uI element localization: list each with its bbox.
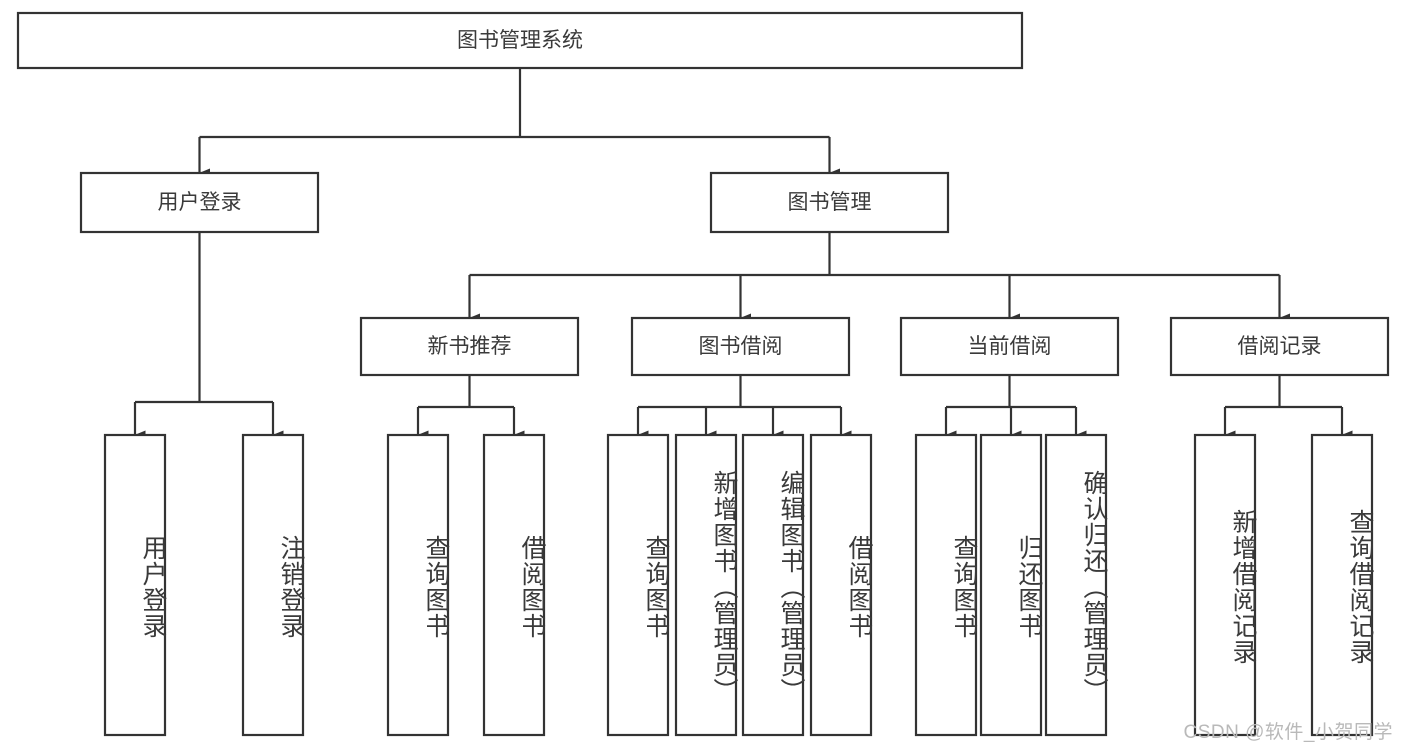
- connector-root-to-level2: [198, 68, 840, 178]
- node-box-leaf-borrow-book: [809, 433, 873, 737]
- node-new-book-recommend[interactable]: 新书推荐: [359, 316, 580, 377]
- node-label-borrow-record: 借阅记录: [1238, 335, 1322, 358]
- node-book-management[interactable]: 图书管理: [709, 171, 950, 234]
- node-box-leaf-query-book-recommend: [386, 433, 450, 737]
- node-box-borrow-record: [1169, 316, 1390, 377]
- node-leaf-add-book-admin[interactable]: [674, 433, 738, 737]
- node-leaf-query-book-borrow[interactable]: [606, 433, 670, 737]
- node-box-user-login: [79, 171, 320, 234]
- node-box-book-management: [709, 171, 950, 234]
- node-label-user-login: 用户登录: [158, 191, 242, 214]
- node-label-root: 图书管理系统: [457, 29, 583, 52]
- node-label-leaf-borrow-book: 借阅图书: [845, 535, 873, 639]
- node-label-leaf-logout-login: 注销登录: [277, 535, 305, 639]
- node-box-leaf-logout-login: [241, 433, 305, 737]
- node-label-leaf-query-book-current: 查询图书: [950, 535, 978, 639]
- node-label-leaf-add-book-admin: 新增图书（管理员）: [710, 470, 738, 704]
- node-label-leaf-add-borrow-record: 新增借阅记录: [1229, 509, 1257, 665]
- node-box-leaf-return-book: [979, 433, 1043, 737]
- csdn-watermark: CSDN @软件_小贺同学: [1183, 722, 1393, 743]
- node-box-new-book-recommend: [359, 316, 580, 377]
- node-label-leaf-borrow-book-recommend: 借阅图书: [518, 535, 546, 639]
- node-box-leaf-user-login: [103, 433, 167, 737]
- node-box-leaf-borrow-book-recommend: [482, 433, 546, 737]
- node-user-login[interactable]: 用户登录: [79, 171, 320, 234]
- node-box-root: [16, 11, 1024, 70]
- node-box-leaf-add-book-admin: [674, 433, 738, 737]
- node-label-leaf-edit-book-admin: 编辑图书（管理员）: [777, 470, 805, 704]
- node-leaf-borrow-book[interactable]: [809, 433, 873, 737]
- node-box-leaf-query-book-current: [914, 433, 978, 737]
- node-leaf-query-book-current[interactable]: [914, 433, 978, 737]
- connector-borrow-to-leaves: [636, 375, 852, 440]
- node-root[interactable]: 图书管理系统: [16, 11, 1024, 70]
- node-box-book-borrow: [630, 316, 851, 377]
- node-box-current-borrow: [899, 316, 1120, 377]
- node-label-leaf-user-login: 用户登录: [139, 535, 167, 639]
- node-label-leaf-confirm-return-admin: 确认归还（管理员）: [1080, 470, 1108, 704]
- node-box-leaf-query-book-borrow: [606, 433, 670, 737]
- connector-record-to-leaves: [1223, 375, 1353, 440]
- node-box-leaf-edit-book-admin: [741, 433, 805, 737]
- node-label-current-borrow: 当前借阅: [968, 335, 1052, 358]
- node-book-borrow[interactable]: 图书借阅: [630, 316, 851, 377]
- connector-bookmgmt-to-level3: [468, 232, 1290, 323]
- node-leaf-borrow-book-recommend[interactable]: [482, 433, 546, 737]
- node-label-book-borrow: 图书借阅: [699, 335, 783, 358]
- node-label-leaf-return-book: 归还图书: [1015, 535, 1043, 639]
- node-leaf-confirm-return-admin[interactable]: [1044, 433, 1108, 737]
- node-box-leaf-add-borrow-record: [1193, 433, 1257, 737]
- node-leaf-return-book[interactable]: [979, 433, 1043, 737]
- node-leaf-add-borrow-record[interactable]: [1193, 433, 1257, 737]
- node-label-leaf-query-borrow-record: 查询借阅记录: [1346, 509, 1374, 665]
- node-leaf-edit-book-admin[interactable]: [741, 433, 805, 737]
- node-label-book-management: 图书管理: [788, 191, 872, 214]
- connector-recommend-to-leaves: [416, 375, 525, 440]
- node-borrow-record[interactable]: 借阅记录: [1169, 316, 1390, 377]
- node-label-leaf-query-book-recommend: 查询图书: [422, 535, 450, 639]
- node-label-leaf-query-book-borrow: 查询图书: [642, 535, 670, 639]
- node-box-leaf-confirm-return-admin: [1044, 433, 1108, 737]
- connector-userlogin-to-leaves: [133, 232, 284, 440]
- node-leaf-user-login[interactable]: [103, 433, 167, 737]
- node-label-new-book-recommend: 新书推荐: [428, 335, 512, 358]
- node-leaf-query-borrow-record[interactable]: [1310, 433, 1374, 737]
- connector-current-to-leaves: [944, 375, 1087, 440]
- connector-lines: [133, 68, 1353, 440]
- node-current-borrow[interactable]: 当前借阅: [899, 316, 1120, 377]
- node-leaf-query-book-recommend[interactable]: [386, 433, 450, 737]
- node-box-leaf-query-borrow-record: [1310, 433, 1374, 737]
- node-leaf-logout-login[interactable]: [241, 433, 305, 737]
